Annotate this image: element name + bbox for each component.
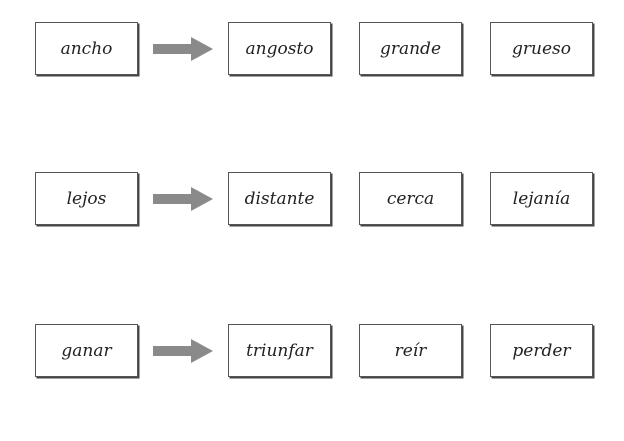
- option-word-box: grueso: [490, 22, 593, 75]
- option-word-box: grande: [359, 22, 462, 75]
- option-word: distante: [244, 188, 315, 209]
- source-word-box: ganar: [35, 324, 138, 377]
- option-word: grande: [379, 38, 442, 59]
- option-word: triunfar: [246, 340, 313, 361]
- option-word-box: cerca: [359, 172, 462, 225]
- option-word-box: lejanía: [490, 172, 593, 225]
- word-row-2: lejos distante cerca lejanía: [0, 172, 624, 228]
- option-word-box: reír: [359, 324, 462, 377]
- option-word: grueso: [512, 38, 571, 59]
- option-word-box: triunfar: [228, 324, 331, 377]
- option-word: perder: [512, 340, 571, 361]
- option-word-box: perder: [490, 324, 593, 377]
- right-arrow-icon: [153, 339, 213, 363]
- right-arrow-icon: [153, 187, 213, 211]
- option-word: reír: [394, 340, 427, 361]
- word-row-3: ganar triunfar reír perder: [0, 324, 624, 380]
- source-word: lejos: [66, 188, 107, 209]
- word-row-1: ancho angosto grande grueso: [0, 22, 624, 78]
- right-arrow-icon: [153, 37, 213, 61]
- source-word: ancho: [60, 38, 113, 59]
- option-word-box: angosto: [228, 22, 331, 75]
- source-word-box: ancho: [35, 22, 138, 75]
- option-word: lejanía: [512, 188, 571, 209]
- source-word-box: lejos: [35, 172, 138, 225]
- option-word: angosto: [245, 38, 314, 59]
- source-word: ganar: [61, 340, 112, 361]
- option-word: cerca: [386, 188, 435, 209]
- option-word-box: distante: [228, 172, 331, 225]
